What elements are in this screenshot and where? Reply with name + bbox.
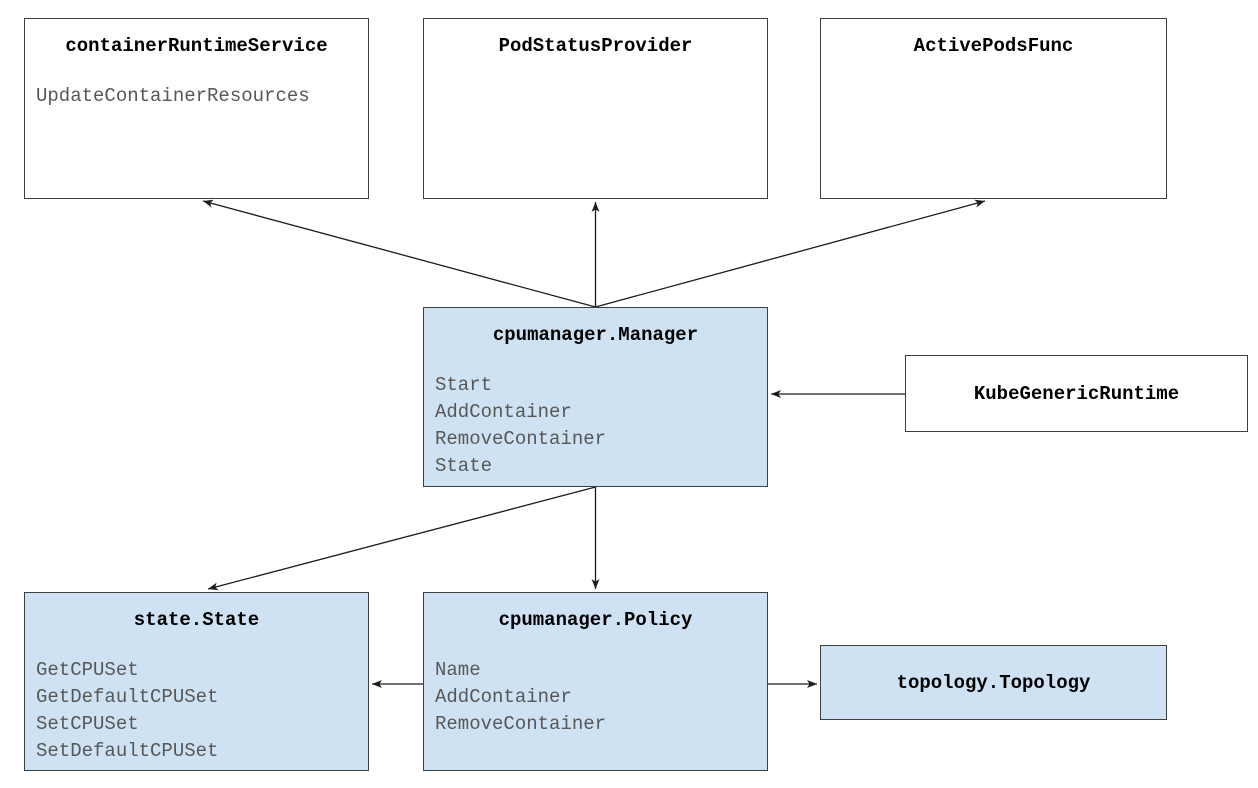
box-pod-status-provider-title: PodStatusProvider [498, 35, 693, 57]
method-add-container: AddContainer [435, 401, 572, 423]
box-cpumanager-manager: cpumanager.Manager Start AddContainer Re… [423, 307, 768, 487]
box-container-runtime-service: containerRuntimeService UpdateContainerR… [24, 18, 369, 199]
edge-manager-to-active-pods-func [595, 199, 986, 308]
box-active-pods-func: ActivePodsFunc [820, 18, 1167, 199]
method-get-cpuset: GetCPUSet [36, 659, 139, 681]
method-remove-container: RemoveContainer [435, 713, 607, 735]
method-update-container-resources: UpdateContainerResources [36, 85, 310, 107]
box-cpumanager-manager-title: cpumanager.Manager [492, 324, 699, 346]
method-name: Name [435, 659, 481, 681]
edge-manager-to-container-runtime-service [202, 199, 596, 308]
box-topology-topology: topology.Topology [820, 645, 1167, 720]
box-container-runtime-service-methods: UpdateContainerResources [25, 83, 368, 110]
box-pod-status-provider: PodStatusProvider [423, 18, 768, 199]
box-container-runtime-service-title: containerRuntimeService [65, 35, 328, 57]
box-kube-generic-runtime-title: KubeGenericRuntime [973, 382, 1180, 405]
method-set-default-cpuset: SetDefaultCPUSet [36, 740, 219, 762]
box-cpumanager-policy: cpumanager.Policy Name AddContainer Remo… [423, 592, 768, 771]
method-set-cpuset: SetCPUSet [36, 713, 139, 735]
box-state-state-methods: GetCPUSet GetDefaultCPUSet SetCPUSet Set… [25, 657, 368, 765]
box-active-pods-func-title: ActivePodsFunc [913, 35, 1074, 57]
method-start: Start [435, 374, 493, 396]
box-cpumanager-manager-methods: Start AddContainer RemoveContainer State [424, 372, 767, 480]
method-state: State [435, 455, 493, 477]
method-add-container: AddContainer [435, 686, 572, 708]
box-state-state: state.State GetCPUSet GetDefaultCPUSet S… [24, 592, 369, 771]
edge-manager-to-state [207, 486, 596, 591]
box-kube-generic-runtime: KubeGenericRuntime [905, 355, 1248, 432]
box-topology-topology-title: topology.Topology [896, 671, 1091, 694]
method-remove-container: RemoveContainer [435, 428, 607, 450]
box-cpumanager-policy-methods: Name AddContainer RemoveContainer [424, 657, 767, 738]
box-cpumanager-policy-title: cpumanager.Policy [498, 609, 693, 631]
box-state-state-title: state.State [133, 609, 260, 631]
method-get-default-cpuset: GetDefaultCPUSet [36, 686, 219, 708]
